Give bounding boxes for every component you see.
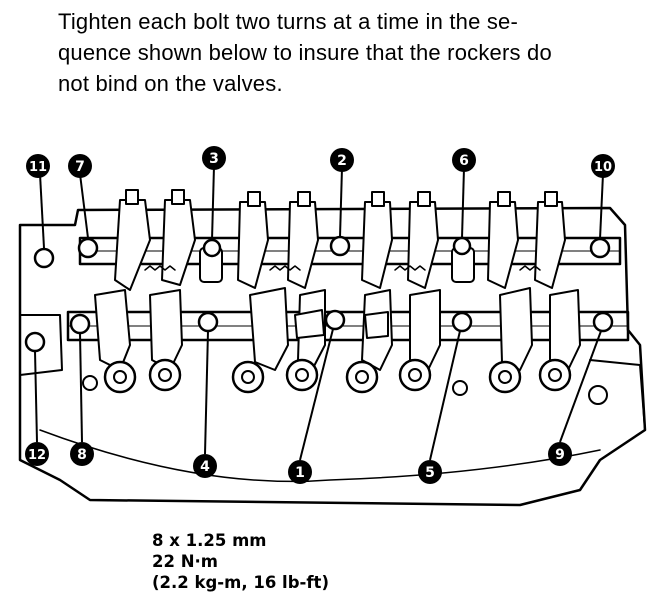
bolt-9 xyxy=(592,311,614,333)
rocker-rear xyxy=(407,201,439,289)
callout-7: 7 xyxy=(68,154,92,178)
callout-4: 4 xyxy=(193,454,217,478)
rocker-rear xyxy=(114,199,151,291)
callout-6: 6 xyxy=(452,148,476,172)
bolt-7 xyxy=(77,237,99,259)
instruction-line-3: not bind on the valves. xyxy=(58,71,283,96)
right-flange xyxy=(589,359,646,431)
rocker-front xyxy=(94,289,131,371)
svg-text:11: 11 xyxy=(29,160,47,175)
bolt-10 xyxy=(589,237,611,259)
instruction-line-2: quence shown below to insure that the ro… xyxy=(58,40,552,65)
callout-3: 3 xyxy=(202,146,226,170)
bolt-3 xyxy=(202,238,222,258)
rocker-rear xyxy=(287,201,319,289)
bolt-5 xyxy=(451,311,473,333)
left-flange xyxy=(19,314,63,376)
bolt-size: 8 x 1.25 mm xyxy=(152,531,267,550)
svg-text:2: 2 xyxy=(337,153,347,169)
rocker-rear xyxy=(161,199,196,286)
rocker-rear xyxy=(361,201,393,289)
callout-2: 2 xyxy=(330,148,354,172)
rocker-front xyxy=(409,289,441,371)
svg-text:9: 9 xyxy=(555,447,565,463)
bolt-6 xyxy=(452,236,472,256)
bolt-8 xyxy=(69,313,91,335)
rocker-front xyxy=(249,287,289,371)
bolt-2 xyxy=(329,235,351,257)
bolt-1 xyxy=(324,309,346,331)
instruction-line-1: Tighten each bolt two turns at a time in… xyxy=(58,9,519,34)
rocker-rear xyxy=(237,201,269,289)
callout-5: 5 xyxy=(418,460,442,484)
svg-text:3: 3 xyxy=(209,151,219,167)
callout-9: 9 xyxy=(548,442,572,466)
rocker-front xyxy=(549,289,581,371)
bolt-11 xyxy=(33,247,55,269)
svg-text:4: 4 xyxy=(200,459,210,475)
callout-10: 10 xyxy=(591,154,615,178)
svg-text:5: 5 xyxy=(425,465,435,481)
rocker-rear xyxy=(487,201,519,289)
lower-flange xyxy=(39,429,601,483)
cylinder-head-diagram: 11 7 3 2 6 10 12 8 xyxy=(18,146,647,507)
callout-11: 11 xyxy=(26,154,50,178)
bolt-12 xyxy=(24,331,46,353)
svg-text:7: 7 xyxy=(75,159,85,175)
instruction-text: Tighten each bolt two turns at a time in… xyxy=(58,6,658,99)
callout-1: 1 xyxy=(288,460,312,484)
svg-text:10: 10 xyxy=(594,160,612,175)
bolt-torque-alt: (2.2 kg-m, 16 lb-ft) xyxy=(152,573,329,592)
bolt-torque: 22 N·m xyxy=(152,552,218,571)
svg-text:6: 6 xyxy=(459,153,469,169)
callout-8: 8 xyxy=(70,442,94,466)
rocker-front xyxy=(149,289,183,371)
bolt-4 xyxy=(197,311,219,333)
callout-12: 12 xyxy=(25,442,49,466)
svg-text:8: 8 xyxy=(77,447,87,463)
svg-text:1: 1 xyxy=(295,465,305,481)
rocker-rear xyxy=(534,201,566,289)
rocker-front xyxy=(499,287,533,371)
bolt-specification: 8 x 1.25 mm 22 N·m (2.2 kg-m, 16 lb-ft) xyxy=(152,530,329,593)
svg-text:12: 12 xyxy=(28,448,46,463)
